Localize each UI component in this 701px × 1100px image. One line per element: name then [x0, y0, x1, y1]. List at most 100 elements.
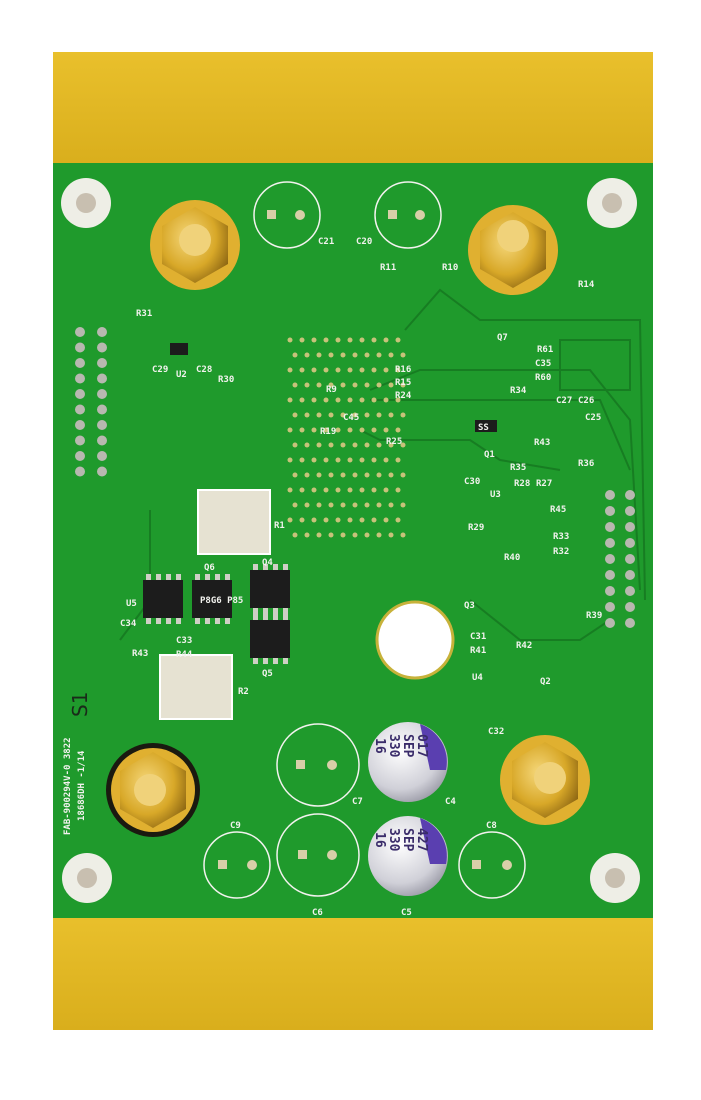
header-pin — [75, 327, 85, 337]
ic-pin — [176, 618, 181, 624]
via — [335, 457, 341, 463]
label: R39 — [586, 611, 602, 621]
via — [371, 457, 377, 463]
via — [376, 532, 382, 538]
via — [400, 502, 406, 508]
ic-pin — [166, 574, 171, 580]
ic-q5 — [250, 620, 290, 658]
via — [311, 457, 317, 463]
ic-q1 — [475, 420, 497, 432]
ic-pin — [263, 614, 268, 620]
cap-pads — [218, 210, 512, 870]
ic-pin — [263, 608, 268, 614]
via — [340, 442, 346, 448]
via — [292, 532, 298, 538]
label: R2 — [238, 687, 249, 697]
via — [340, 412, 346, 418]
via — [328, 442, 334, 448]
via — [364, 502, 370, 508]
label: R60 — [535, 373, 551, 383]
label: C32 — [488, 727, 504, 737]
handwritten-mark: S1 — [68, 692, 92, 717]
via — [347, 487, 353, 493]
label: R33 — [553, 532, 569, 542]
via — [311, 517, 317, 523]
header-pin — [97, 342, 107, 353]
via — [299, 337, 305, 343]
ic-pin — [146, 574, 151, 580]
ic-pin — [215, 574, 220, 580]
label: U3 — [490, 490, 501, 500]
ic-pin — [225, 618, 230, 624]
cap-c5-value: 330 — [386, 828, 401, 852]
via — [304, 412, 310, 418]
ic-pin — [273, 614, 278, 620]
label: Q1 — [484, 450, 495, 460]
via — [328, 412, 334, 418]
header-pin — [605, 490, 615, 500]
header-pin — [75, 373, 85, 384]
label: R27 — [536, 479, 552, 489]
via — [376, 352, 382, 358]
via — [292, 442, 298, 448]
via — [347, 427, 353, 433]
label: Q5 — [262, 669, 273, 679]
via — [316, 382, 322, 388]
ic-pin — [146, 618, 151, 624]
ic-pin — [283, 614, 288, 620]
header-pin — [75, 466, 85, 477]
label: R28 — [514, 479, 530, 489]
cap-c4-series: SEP — [400, 734, 415, 758]
ics — [143, 343, 497, 658]
label: C26 — [578, 396, 594, 406]
via — [323, 367, 329, 373]
header-pin — [97, 404, 107, 415]
header-pin — [97, 389, 107, 399]
label: R36 — [578, 459, 594, 469]
label: R9 — [326, 385, 337, 395]
ic-pin — [273, 608, 278, 614]
label: C21 — [318, 237, 334, 247]
ic-pin — [195, 618, 200, 624]
header-pin — [605, 586, 615, 596]
ic-pin — [263, 658, 268, 664]
header-pin — [75, 420, 85, 430]
via — [299, 397, 305, 403]
via — [299, 427, 305, 433]
cap-c4-voltage: 16 — [372, 738, 387, 754]
via — [287, 457, 293, 463]
via — [400, 472, 406, 478]
via — [304, 472, 310, 478]
via — [395, 337, 401, 343]
via — [316, 442, 322, 448]
label: R10 — [442, 263, 458, 273]
via — [376, 382, 382, 388]
via — [340, 532, 346, 538]
label: C27 — [556, 396, 572, 406]
ic-q6-mark: P8G6 P85 — [200, 596, 243, 606]
ic-pin — [176, 574, 181, 580]
label: Q2 — [540, 677, 551, 687]
via — [383, 337, 389, 343]
via — [335, 397, 341, 403]
via — [347, 367, 353, 373]
via — [352, 382, 358, 388]
via — [383, 397, 389, 403]
resistor-r2-pad — [159, 654, 233, 720]
label: R40 — [504, 553, 520, 563]
via — [400, 442, 406, 448]
label: R42 — [516, 641, 532, 651]
header-left: (function(){var g=document.currentScript… — [75, 327, 635, 628]
label: Q4 — [262, 558, 273, 568]
via — [352, 472, 358, 478]
traces — [119, 288, 646, 641]
via-field: (function(){var g=document.currentScript… — [287, 337, 406, 538]
via — [376, 442, 382, 448]
via — [292, 502, 298, 508]
via — [287, 427, 293, 433]
via — [371, 337, 377, 343]
label: R11 — [380, 263, 396, 273]
capacitor-outlines — [203, 181, 526, 899]
via — [359, 427, 365, 433]
